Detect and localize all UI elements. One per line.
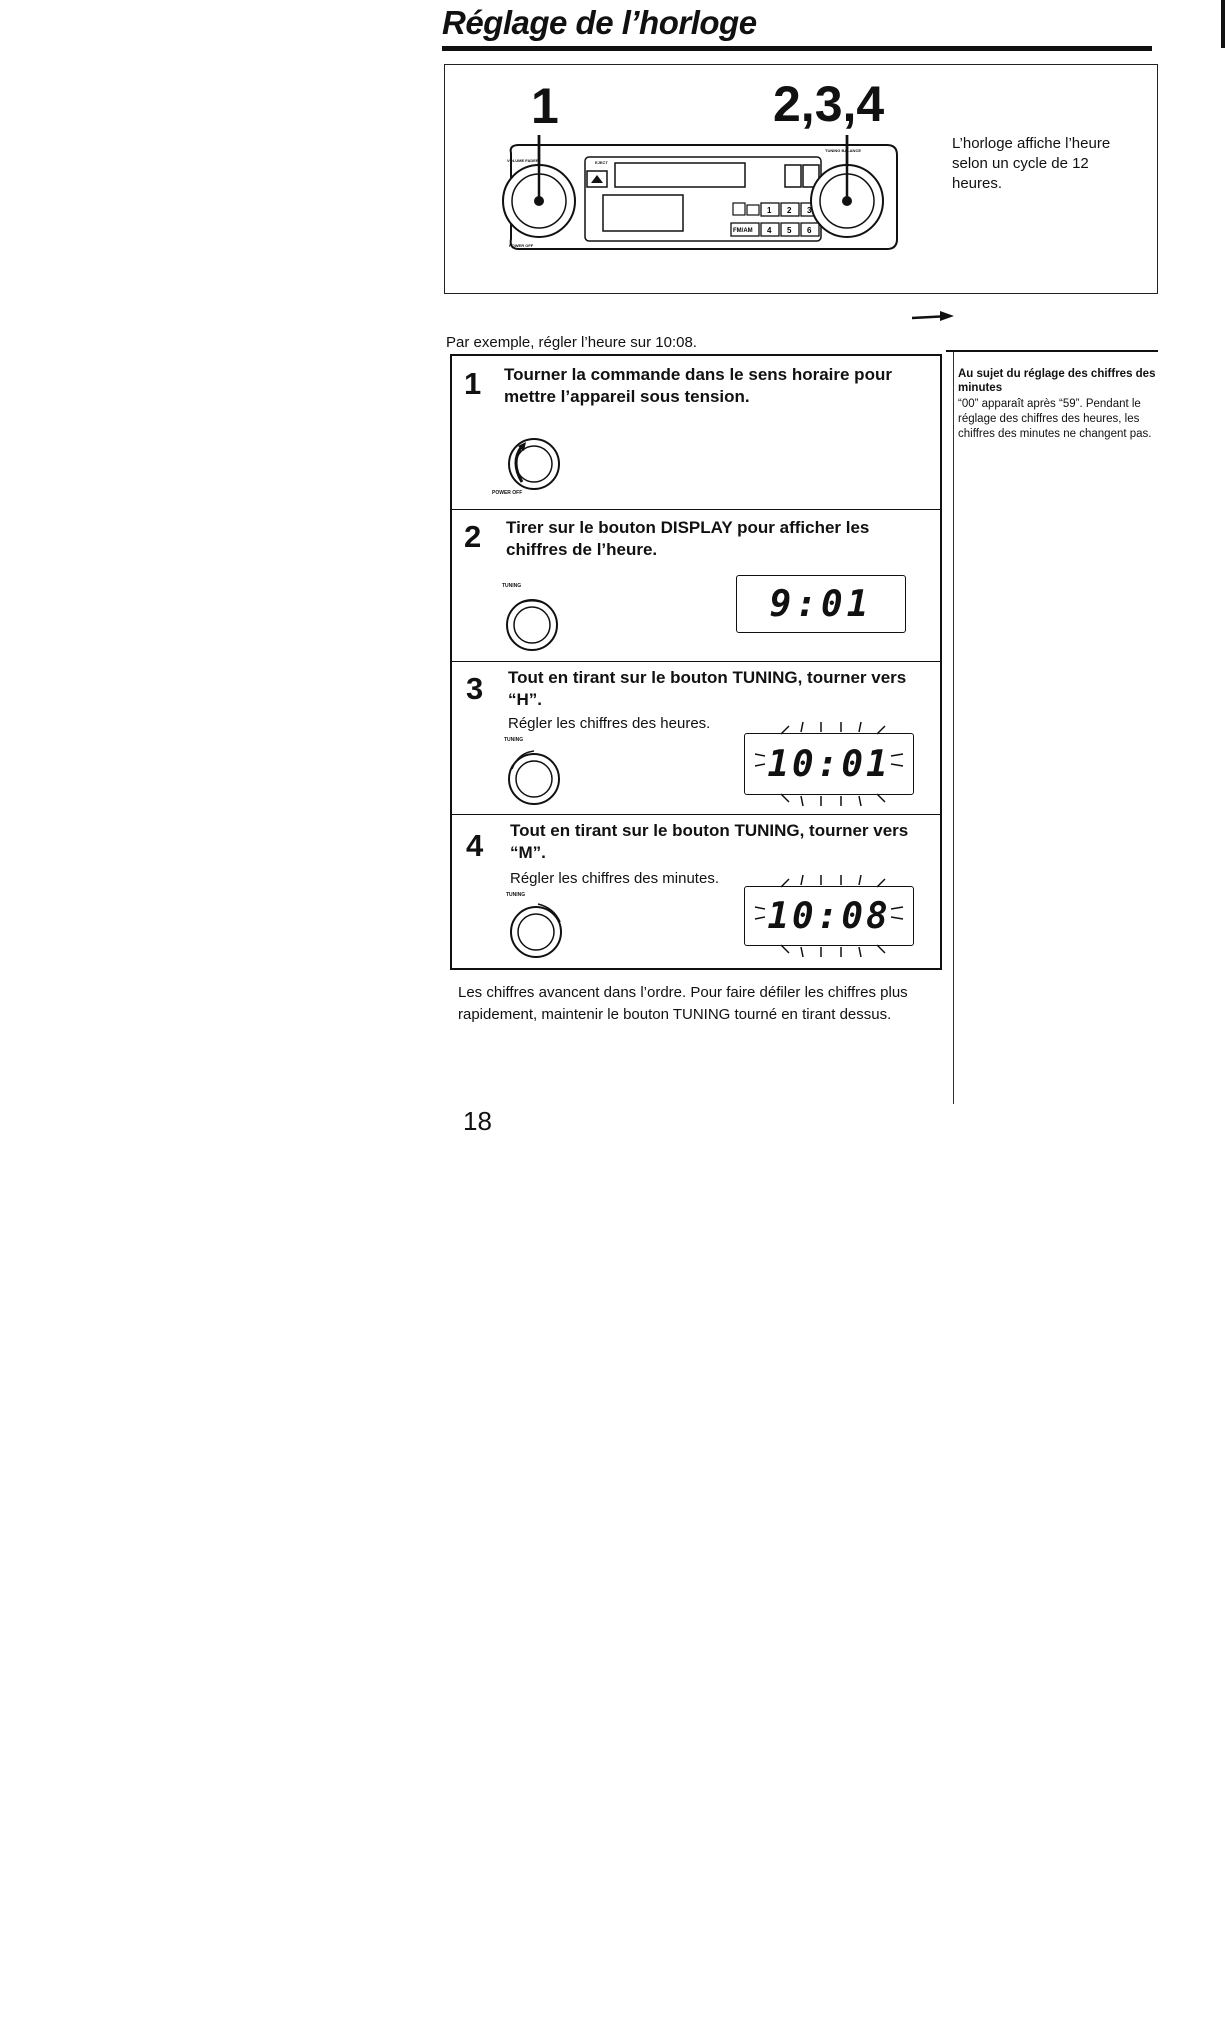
- knob-label: TUNING: [502, 583, 522, 589]
- radio-display: [602, 194, 684, 232]
- preset-buttons: 1 2 3 4 5 6: [760, 202, 820, 237]
- step-instruction: Tirer sur le bouton DISPLAY pour affiche…: [506, 518, 870, 559]
- tuning-label: TUNING BALANCE: [825, 148, 861, 153]
- forward-button: [802, 164, 820, 188]
- clock-display-value: 10:08: [767, 896, 891, 937]
- step-number: 1: [464, 366, 482, 401]
- device-illustration-box: 1 2,3,4 VOLUME FADER POWER OFF EJECT: [444, 64, 1158, 294]
- sidebar-rule: [946, 350, 1158, 352]
- svg-text:4: 4: [767, 226, 772, 235]
- title-underline: [442, 46, 1152, 51]
- step-instruction: Tourner la commande dans le sens horaire…: [504, 365, 892, 406]
- step-3: 3 Tout en tirant sur le bouton TUNING, t…: [452, 661, 940, 815]
- band-label: FM/AM: [733, 228, 753, 234]
- knob-label: POWER OFF: [492, 490, 523, 496]
- callout-label-right: 2,3,4: [773, 76, 885, 132]
- clock-display-value: 10:01: [767, 744, 891, 785]
- example-text: Par exemple, régler l’heure sur 10:08.: [446, 334, 697, 351]
- tuning-knob-icon: [506, 599, 558, 651]
- svg-text:2: 2: [787, 206, 792, 215]
- step-detail: Régler les chiffres des minutes.: [510, 870, 719, 887]
- clock-display-value: 9:01: [769, 584, 873, 625]
- svg-text:1: 1: [767, 206, 772, 215]
- eject-button: [586, 170, 608, 188]
- power-knob-icon: [508, 438, 560, 490]
- step-instruction: Tout en tirant sur le bouton TUNING, tou…: [508, 668, 907, 709]
- rewind-button: [784, 164, 802, 188]
- clock-display-flashing: 10:01: [744, 721, 914, 807]
- svg-text:3: 3: [807, 206, 812, 215]
- step-4: 4 Tout en tirant sur le bouton TUNING, t…: [452, 814, 940, 966]
- knob-label: TUNING: [506, 892, 526, 898]
- step-number: 3: [466, 671, 484, 706]
- tuning-knob-icon: [810, 135, 884, 238]
- steps-box: 1 Tourner la commande dans le sens horai…: [450, 354, 942, 970]
- tuning-knob-icon: [510, 903, 562, 958]
- eject-icon: [591, 175, 603, 183]
- aside-title: Au sujet du réglage des chiffres des min…: [958, 368, 1156, 394]
- step-1: 1 Tourner la commande dans le sens horai…: [452, 356, 940, 510]
- aside-body: “00” apparaît après “59”. Pendant le rég…: [958, 398, 1152, 440]
- svg-text:6: 6: [807, 226, 812, 235]
- volume-knob-icon: [502, 135, 576, 238]
- step-number: 4: [466, 828, 484, 863]
- arrow-mark-icon: [911, 311, 954, 321]
- sidebar-divider: [953, 352, 954, 1104]
- footnote: Les chiffres avancent dans l’ordre. Pour…: [458, 984, 908, 1023]
- car-stereo-illustration: VOLUME FADER POWER OFF EJECT 1 2 3 4 5 6…: [502, 135, 898, 250]
- blink-rays-icon: [754, 874, 904, 958]
- callout-label-left: 1: [531, 78, 559, 134]
- clock-display: 9:01: [736, 575, 906, 633]
- band-button: [730, 222, 760, 237]
- blink-rays-icon: [754, 721, 904, 807]
- step-number: 2: [464, 519, 482, 554]
- clock-cycle-note: L’horloge affiche l’heure selon un cycle…: [952, 135, 1111, 192]
- step-detail: Régler les chiffres des heures.: [508, 715, 711, 732]
- page-number: 18: [463, 1106, 492, 1136]
- svg-text:5: 5: [787, 226, 792, 235]
- volume-label: VOLUME FADER: [507, 158, 539, 163]
- tuning-knob-icon: [508, 750, 560, 805]
- page-edge-mark: [1221, 0, 1225, 48]
- clock-display-flashing: 10:08: [744, 874, 914, 958]
- power-label: POWER OFF: [509, 243, 534, 248]
- step-instruction: Tout en tirant sur le bouton TUNING, tou…: [510, 821, 909, 862]
- eject-label: EJECT: [595, 160, 608, 165]
- page-title: Réglage de l’horloge: [442, 4, 757, 41]
- step-2: 2 Tirer sur le bouton DISPLAY pour affic…: [452, 509, 940, 662]
- knob-label: TUNING: [504, 737, 524, 743]
